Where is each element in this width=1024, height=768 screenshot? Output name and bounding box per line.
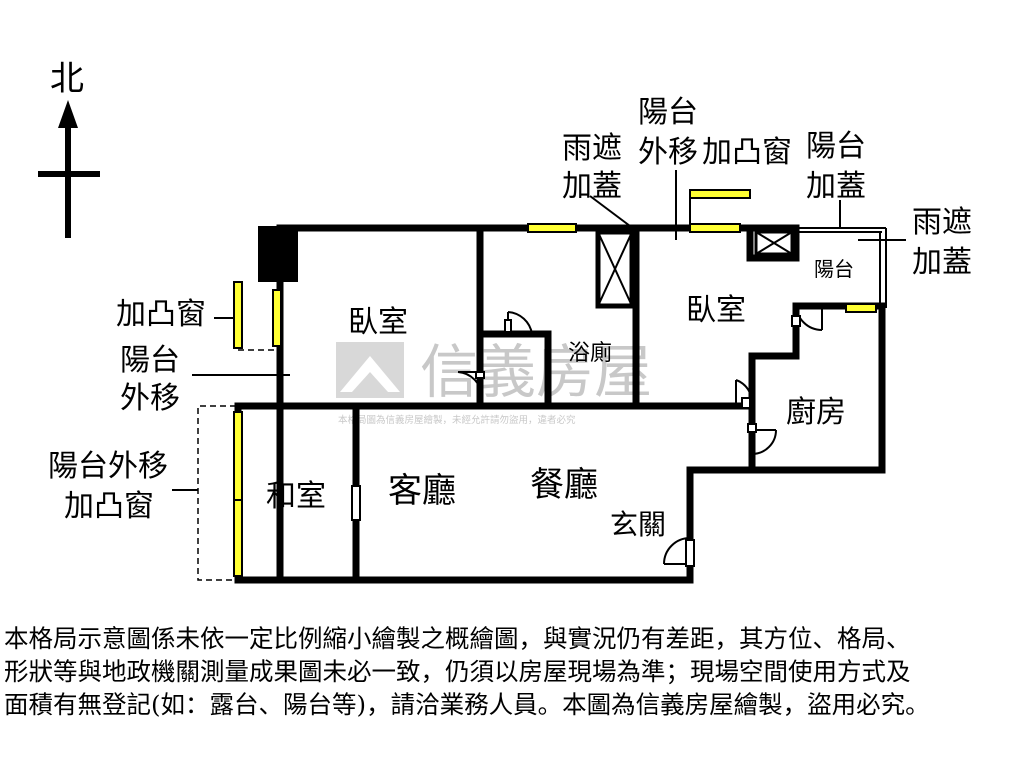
disclaimer-line: 面積有無登記(如：露台、陽台等)，請洽業務人員。本圖為信義房屋繪製，盜用必究。 [4, 690, 930, 719]
pillar [258, 226, 298, 282]
note-bay-window: 加凸窗 [116, 297, 206, 332]
annotation-labels: 雨遮 加蓋 陽台 外移 加凸窗 陽台 加蓋 雨遮 加蓋 加凸窗 陽台 外移 陽台… [48, 95, 972, 524]
window [233, 499, 243, 577]
watermark: 信義房屋 本格局圖為信義房屋繪製，未經允許請勿盜用，違者必究 [336, 338, 652, 426]
watermark-notice: 本格局圖為信義房屋繪製，未經允許請勿盜用，違者必究 [338, 414, 576, 426]
room-label-japanese-room: 和室 [266, 479, 326, 514]
watermark-logo-icon [336, 342, 404, 398]
door-icon [504, 311, 533, 335]
floor-plan: 信義房屋 本格局圖為信義房屋繪製，未經允許請勿盜用，違者必究 北 [38, 59, 972, 584]
note-balcony-moved: 外移 [638, 135, 698, 170]
watermark-brand: 信義房屋 [420, 338, 652, 406]
note-balcony-enclosed: 加蓋 [806, 169, 866, 204]
note-balcony-moved-bay-window: 加凸窗 [64, 489, 154, 524]
note-balcony-enclosed: 陽台 [806, 129, 866, 164]
door-icon [663, 537, 695, 567]
sliding-door [351, 485, 361, 521]
duct-shaft-icon [754, 230, 794, 256]
note-balcony-moved: 陽台 [120, 343, 180, 378]
window [527, 223, 577, 233]
room-label-balcony: 陽台 [814, 257, 854, 281]
window [233, 281, 243, 349]
note-rain-shelter: 加蓋 [912, 245, 972, 280]
windows [233, 189, 877, 577]
door-icon [735, 379, 754, 409]
room-label-dining-room: 餐廳 [530, 465, 598, 505]
duct-shaft-icon [595, 229, 635, 309]
window [845, 303, 877, 313]
compass-north-label: 北 [50, 59, 84, 99]
note-bay-window: 加凸窗 [702, 135, 792, 170]
room-labels: 臥室 浴廁 臥室 陽台 廚房 和室 客廳 餐廳 玄關 [266, 257, 854, 541]
note-rain-shelter: 加蓋 [562, 169, 622, 204]
note-rain-shelter: 雨遮 [562, 131, 622, 166]
window [233, 411, 243, 501]
leader-lines [172, 170, 906, 491]
note-balcony-moved-bay-window: 陽台外移 [48, 449, 168, 484]
room-label-bedroom: 臥室 [686, 293, 746, 328]
note-balcony-moved: 外移 [120, 381, 180, 416]
door-icon [791, 303, 823, 331]
doors [457, 303, 823, 567]
disclaimer-line: 本格局示意圖係未依一定比例縮小繪製之概繪圖，與實況仍有差距，其方位、格局、 [4, 624, 911, 653]
room-label-living-room: 客廳 [388, 471, 456, 511]
window [689, 223, 741, 233]
room-label-kitchen: 廚房 [786, 395, 846, 430]
disclaimer: 本格局示意圖係未依一定比例縮小繪製之概繪圖，與實況仍有差距，其方位、格局、 形狀… [4, 622, 1020, 721]
door-icon [747, 423, 777, 455]
window [689, 189, 751, 199]
note-balcony-moved: 陽台 [638, 95, 698, 130]
room-label-bathroom: 浴廁 [568, 341, 612, 366]
window [272, 289, 282, 347]
enclosed-balcony-outline [798, 227, 887, 308]
door-icon [457, 371, 485, 397]
north-arrow-icon [38, 100, 100, 238]
room-label-bedroom: 臥室 [348, 305, 408, 340]
disclaimer-line: 形狀等與地政機關測量成果圖未必一致，仍須以房屋現場為準；現場空間使用方式及 [4, 657, 911, 686]
note-rain-shelter: 雨遮 [912, 205, 972, 240]
room-label-entrance: 玄關 [610, 508, 666, 541]
